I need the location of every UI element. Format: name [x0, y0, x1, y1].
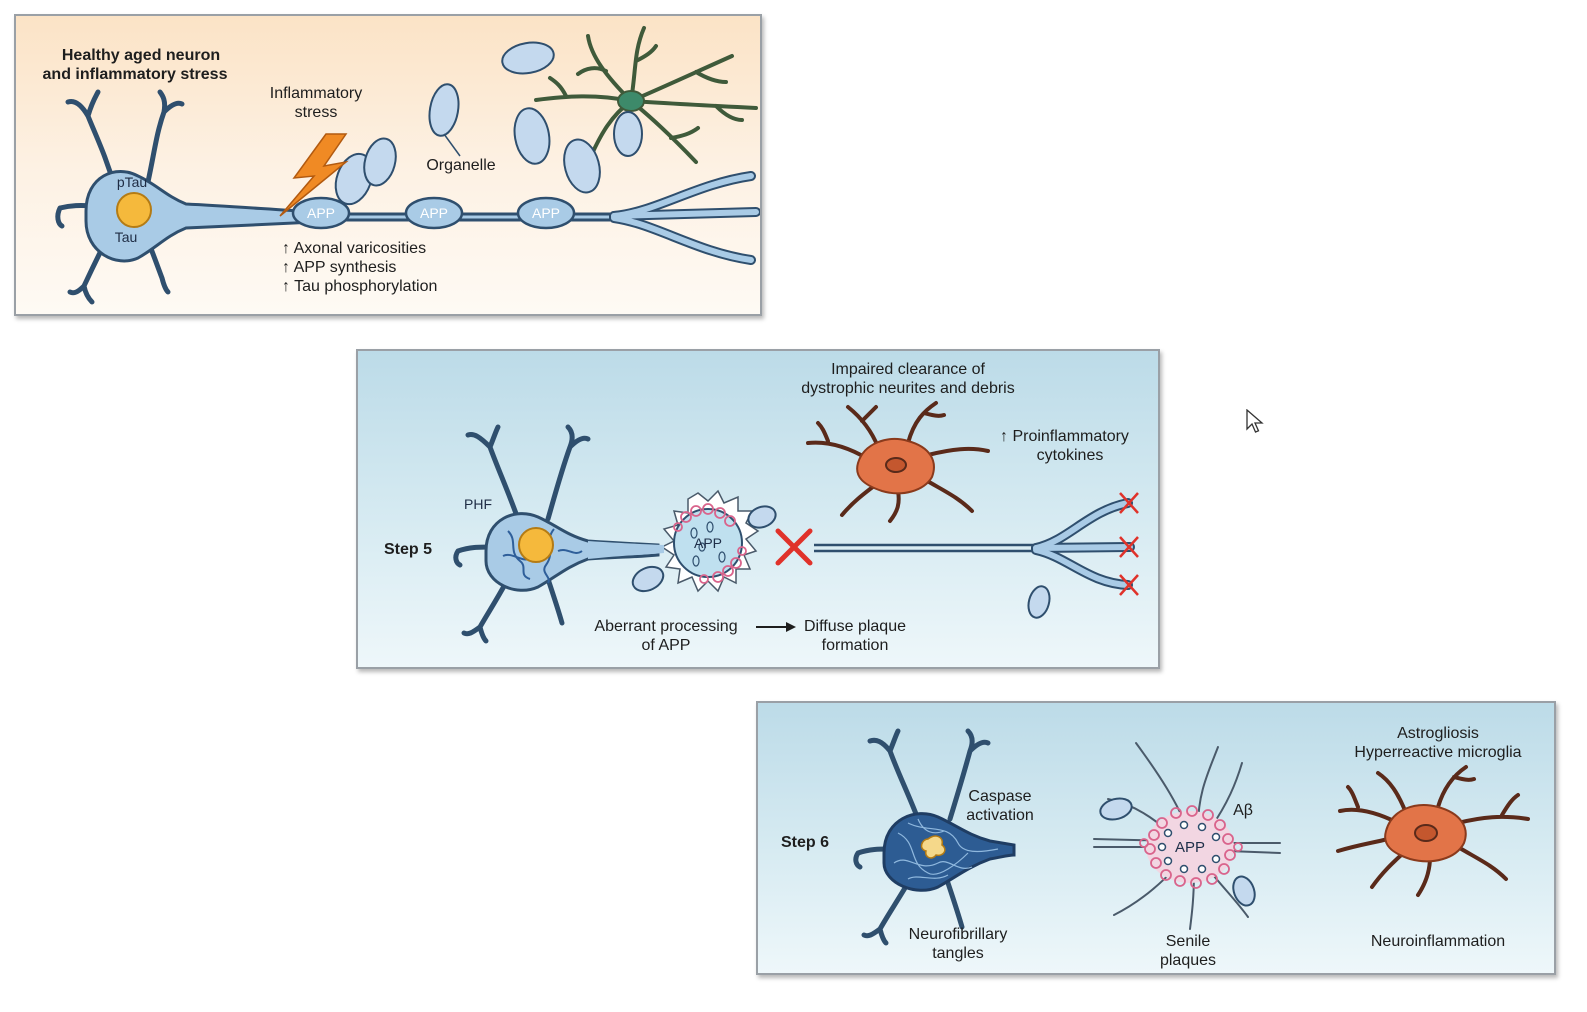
- organelle: [563, 138, 601, 194]
- nucleus: [116, 192, 152, 228]
- cytokines-line-1: ↑ Proinflammatory: [1000, 428, 1129, 445]
- organelle: [631, 565, 665, 593]
- aberrant-line-1: Aberrant processing: [594, 618, 738, 635]
- aberrant-line-2: of APP: [641, 637, 691, 654]
- cross-icon: [775, 528, 813, 566]
- organelle: [428, 83, 460, 137]
- neuroinflammation-label: Neuroinflammation: [1370, 933, 1506, 950]
- panel-step-6: Step 6 Caspase activation Aβ APP Astrogl…: [756, 701, 1556, 975]
- tau-label: Tau: [114, 229, 138, 245]
- title-line-2: and inflammatory stress: [42, 66, 228, 83]
- ptau-label: pTau: [116, 174, 148, 190]
- organelle: [334, 152, 374, 206]
- organelle: [501, 41, 555, 75]
- astrocyte-nucleus: [617, 90, 645, 112]
- caspase-line-2: activation: [966, 807, 1034, 824]
- panel-2-illustration: [453, 401, 1139, 644]
- astrogliosis-label: Astrogliosis: [1397, 725, 1479, 742]
- microglia-nucleus: [885, 457, 907, 473]
- stress-label-2: stress: [294, 104, 338, 121]
- dendrites: [453, 424, 591, 644]
- diffuse-line-2: formation: [821, 637, 889, 654]
- title-line-1: Healthy aged neuron: [61, 47, 221, 64]
- app-label: APP: [693, 535, 722, 551]
- clearance-line-1: Impaired clearance of: [831, 361, 985, 378]
- neurofibrillary-tangles: [893, 818, 999, 880]
- fragmented-nucleus: [920, 835, 946, 859]
- panel-healthy-aged-neuron: Healthy aged neuron and inflammatory str…: [14, 14, 762, 316]
- organelle: [363, 137, 397, 187]
- cursor-icon: [1246, 409, 1264, 433]
- senile-line-1: Senile: [1165, 933, 1211, 950]
- change-item: ↑ Tau phosphorylation: [282, 278, 438, 295]
- app-label: APP: [419, 205, 448, 221]
- varicosity: [404, 196, 464, 230]
- change-item: ↑ Axonal varicosities: [282, 240, 427, 257]
- clearance-line-2: dystrophic neurites and debris: [801, 380, 1015, 397]
- stress-label-1: Inflammatory: [269, 85, 363, 102]
- senile-line-2: plaques: [1159, 952, 1217, 969]
- terminal-cross-icons: [1119, 492, 1139, 596]
- caspase-line-1: Caspase: [968, 788, 1032, 805]
- organelle: [513, 107, 551, 165]
- panel-3-illustration: [853, 728, 1530, 946]
- varicosity: [291, 196, 351, 230]
- tangles-line-2: tangles: [932, 945, 984, 962]
- app-label: APP: [1174, 839, 1205, 856]
- organelle-label: Organelle: [426, 157, 496, 174]
- plaque-deposits: [673, 503, 747, 584]
- step-label: Step 6: [780, 834, 829, 851]
- lightning-icon: [279, 133, 349, 217]
- cytokines-line-2: cytokines: [1036, 447, 1104, 464]
- astrocyte: [534, 26, 758, 164]
- organelle: [1232, 875, 1256, 907]
- abeta-label: Aβ: [1233, 802, 1253, 819]
- amyloid-deposits: [1139, 805, 1243, 889]
- organelle: [1027, 585, 1051, 619]
- hyperreactive-microglia-label: Hyperreactive microglia: [1354, 744, 1522, 761]
- change-item: ↑ APP synthesis: [282, 259, 397, 276]
- tangled-neuron: [882, 812, 1016, 892]
- panel-step-5: Step 5 PHF APP Impaired clearance of dys…: [356, 349, 1160, 669]
- varicosity: [516, 196, 576, 230]
- app-label: APP: [306, 205, 335, 221]
- panel-1-illustration: [55, 26, 760, 305]
- organelle: [747, 505, 777, 529]
- nucleus: [518, 527, 554, 563]
- tangles-line-1: Neurofibrillary: [908, 926, 1008, 943]
- step-label: Step 5: [383, 541, 432, 558]
- arrow-head: [786, 622, 796, 632]
- microglia-nucleus: [1414, 824, 1438, 842]
- organelle: [1099, 797, 1133, 821]
- dendrites: [853, 728, 991, 946]
- organelle: [613, 111, 643, 157]
- diffuse-line-1: Diffuse plaque: [804, 618, 906, 635]
- app-label: APP: [531, 205, 560, 221]
- microglia-processes: [1336, 765, 1530, 897]
- phf-label: PHF: [464, 496, 492, 512]
